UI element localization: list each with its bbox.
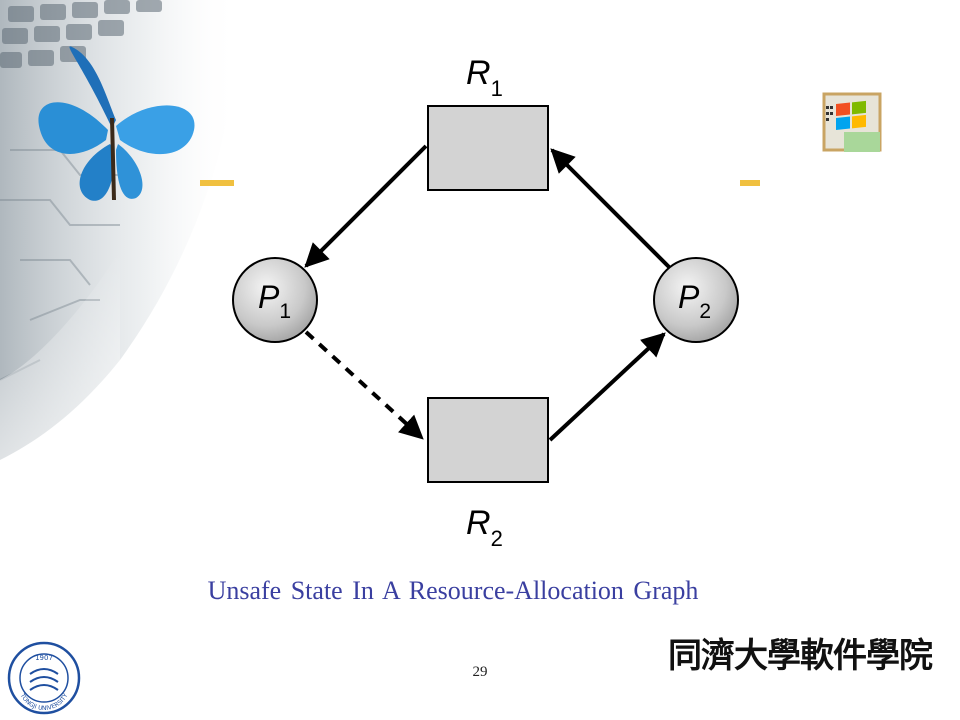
butterfly-icon: [38, 46, 195, 201]
diagram-caption: Unsafe State In A Resource-Allocation Gr…: [207, 576, 699, 605]
windows-logo-icon: [822, 92, 882, 152]
university-seal-icon: 1907 TONGJI UNIVERSITY: [7, 641, 81, 715]
edge-p1-to-r2-claim: [304, 330, 424, 440]
accent-bar-right: [740, 180, 760, 186]
page-number: 29: [472, 664, 488, 680]
resource-label-r1: R1: [466, 54, 503, 101]
process-label-p2: P2: [678, 279, 711, 323]
edge-r1-to-p1: [304, 144, 428, 268]
process-node-p1: [232, 257, 318, 343]
edge-p2-to-r1: [550, 148, 671, 269]
svg-text:1907: 1907: [35, 654, 53, 662]
resource-node-r1: [427, 105, 549, 191]
accent-bar-left: [200, 180, 234, 186]
process-label-p1: P1: [258, 279, 291, 323]
background-decoration: [0, 0, 240, 460]
school-name: 同濟大學軟件學院: [668, 636, 933, 676]
resource-label-r2: R2: [466, 504, 503, 551]
edge-r2-to-p2: [548, 332, 666, 442]
process-node-p2: [653, 257, 739, 343]
resource-node-r2: [427, 397, 549, 483]
